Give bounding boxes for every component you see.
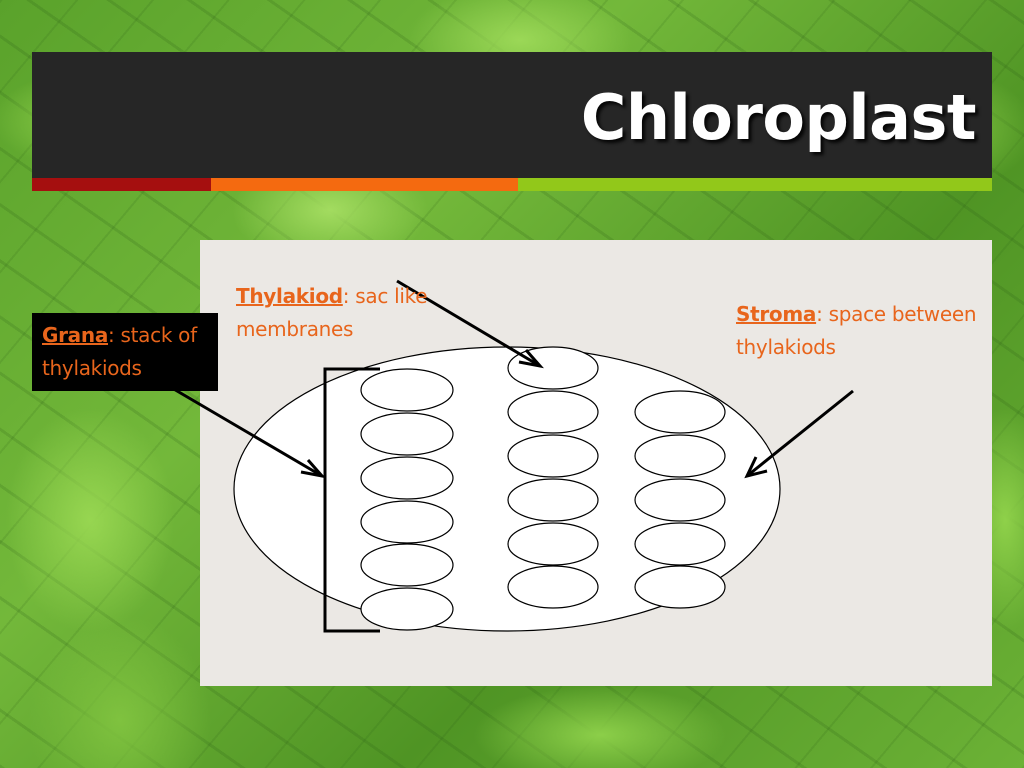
stroma-definition: : space between thylakiods bbox=[736, 302, 977, 359]
grana-definition: : stack of thylakiods bbox=[42, 323, 197, 380]
arrow-thylakoid bbox=[396, 279, 544, 369]
thylakoid-stack-left bbox=[360, 368, 454, 631]
stripe-segment-green bbox=[518, 178, 992, 191]
arrow-grana bbox=[171, 386, 326, 479]
thylakoid-disc bbox=[634, 434, 726, 478]
grana-label-box: Grana: stack of thylakiods bbox=[32, 313, 218, 391]
thylakoid-disc bbox=[507, 522, 599, 566]
thylakoid-disc bbox=[360, 500, 454, 544]
thylakoid-disc bbox=[507, 346, 599, 390]
thylakoid-disc bbox=[360, 412, 454, 456]
grana-bracket bbox=[323, 367, 380, 633]
thylakoid-disc bbox=[360, 587, 454, 631]
thylakoid-disc bbox=[634, 390, 726, 434]
thylakoid-disc bbox=[507, 434, 599, 478]
thylakoid-disc bbox=[360, 368, 454, 412]
thylakoid-stack-right bbox=[634, 390, 726, 609]
thylakoid-disc bbox=[360, 543, 454, 587]
thylakoid-disc bbox=[360, 456, 454, 500]
thylakoid-term: Thylakiod bbox=[236, 284, 343, 308]
accent-stripe bbox=[32, 178, 992, 191]
thylakoid-disc bbox=[507, 565, 599, 609]
arrow-stroma bbox=[744, 389, 854, 479]
thylakoid-disc bbox=[507, 390, 599, 434]
thylakoid-disc bbox=[507, 478, 599, 522]
grana-label: Grana: stack of thylakiods bbox=[42, 319, 218, 385]
grana-term: Grana bbox=[42, 323, 109, 347]
stroma-label: Stroma: space between thylakiods bbox=[736, 298, 1024, 364]
thylakoid-stack-middle bbox=[507, 346, 599, 609]
title-bar: Chloroplast bbox=[32, 52, 992, 178]
stripe-segment-red bbox=[32, 178, 211, 191]
thylakoid-definition: : sac like membranes bbox=[236, 284, 428, 341]
thylakoid-disc bbox=[634, 565, 726, 609]
stroma-term: Stroma bbox=[736, 302, 817, 326]
thylakoid-disc bbox=[634, 522, 726, 566]
slide-title: Chloroplast bbox=[580, 81, 977, 154]
thylakoid-disc bbox=[634, 478, 726, 522]
thylakoid-label: Thylakiod: sac like membranes bbox=[236, 280, 476, 346]
stripe-segment-orange bbox=[211, 178, 518, 191]
